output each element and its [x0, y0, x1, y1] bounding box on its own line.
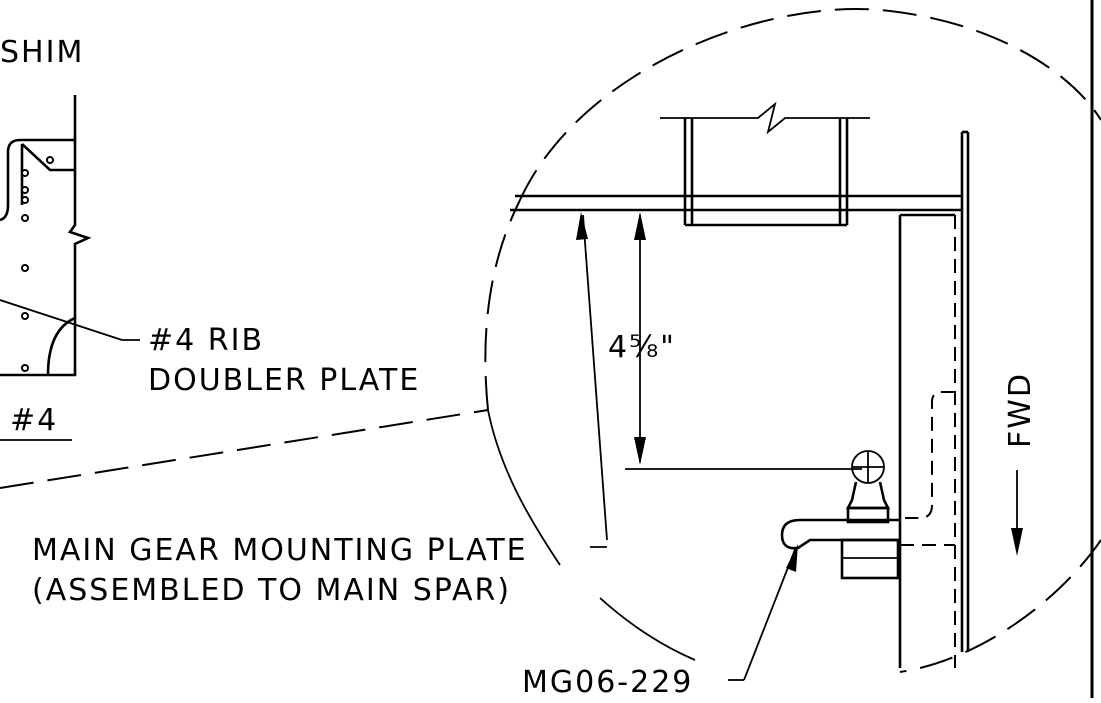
detail-contents: [510, 101, 1023, 681]
mounting-label-line1: MAIN GEAR MOUNTING PLATE: [32, 533, 528, 568]
fwd-label: FWD: [1003, 372, 1038, 448]
rib-label-line1: #4 RIB: [148, 323, 264, 358]
rib-partial-view: [0, 95, 140, 441]
shim-label: SHIM: [0, 35, 84, 70]
mounting-label-line2: (ASSEMBLED TO MAIN SPAR): [32, 573, 511, 608]
rib-label-line2: DOUBLER PLATE: [148, 363, 420, 398]
detail-circle: [0, 8, 1101, 673]
rib-number-label: #4: [10, 403, 58, 438]
dimension-label: 4⅝": [608, 330, 676, 365]
part-number-label: MG06-229: [522, 665, 693, 698]
